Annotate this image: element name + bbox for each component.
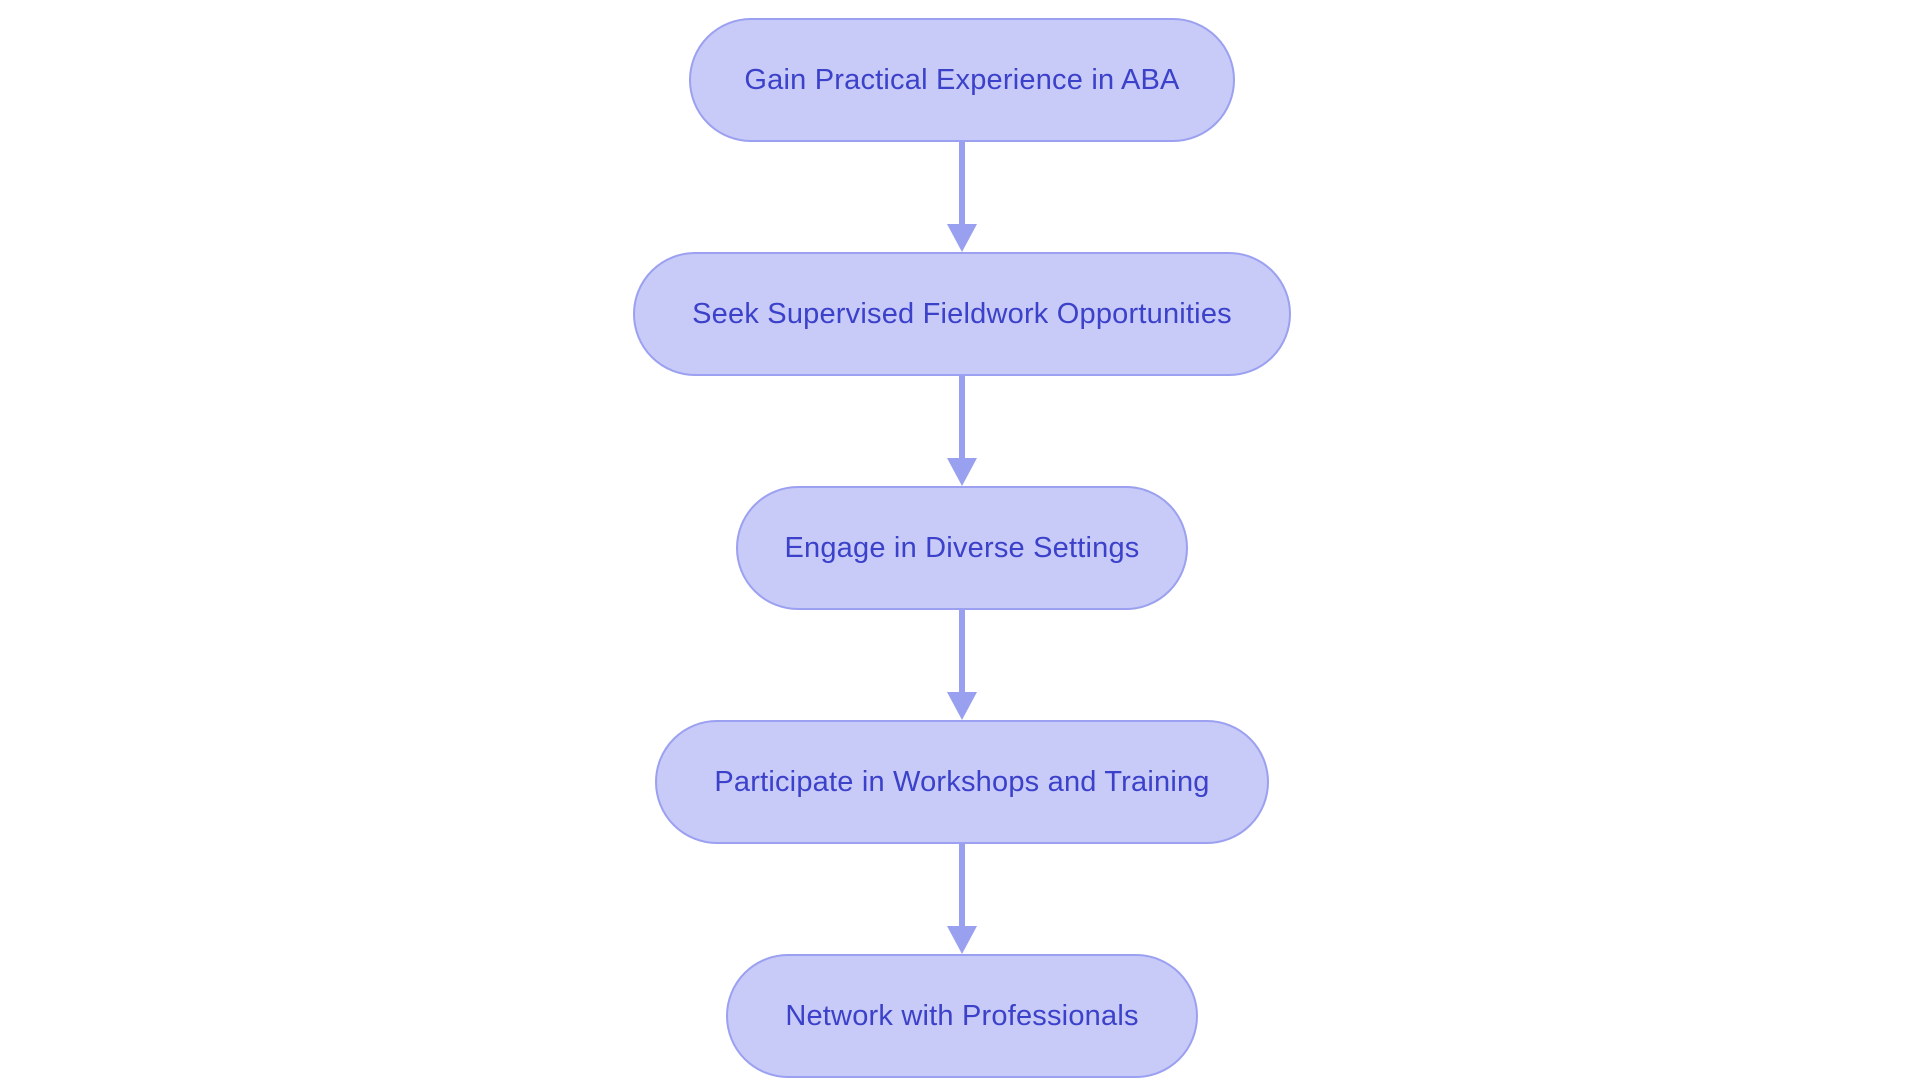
node-label: Engage in Diverse Settings xyxy=(784,531,1140,564)
arrow-down-icon xyxy=(947,692,977,720)
arrow-line xyxy=(959,844,965,926)
flowchart-node-engage-diverse-settings: Engage in Diverse Settings xyxy=(736,486,1188,610)
flowchart-node-network-professionals: Network with Professionals xyxy=(726,954,1198,1078)
flowchart: Gain Practical Experience in ABA Seek Su… xyxy=(633,18,1291,1078)
flowchart-node-seek-supervised-fieldwork: Seek Supervised Fieldwork Opportunities xyxy=(633,252,1291,376)
arrow-down-icon xyxy=(947,224,977,252)
arrow-line xyxy=(959,142,965,224)
arrow-line xyxy=(959,610,965,692)
connector-4-5 xyxy=(947,844,977,954)
connector-2-3 xyxy=(947,376,977,486)
connector-1-2 xyxy=(947,142,977,252)
node-label: Network with Professionals xyxy=(785,999,1139,1032)
node-label: Seek Supervised Fieldwork Opportunities xyxy=(692,297,1232,330)
connector-3-4 xyxy=(947,610,977,720)
node-label: Gain Practical Experience in ABA xyxy=(744,63,1180,96)
arrow-down-icon xyxy=(947,926,977,954)
flowchart-node-gain-practical-experience: Gain Practical Experience in ABA xyxy=(689,18,1235,142)
flowchart-node-participate-workshops-training: Participate in Workshops and Training xyxy=(655,720,1269,844)
arrow-down-icon xyxy=(947,458,977,486)
arrow-line xyxy=(959,376,965,458)
node-label: Participate in Workshops and Training xyxy=(714,765,1210,798)
